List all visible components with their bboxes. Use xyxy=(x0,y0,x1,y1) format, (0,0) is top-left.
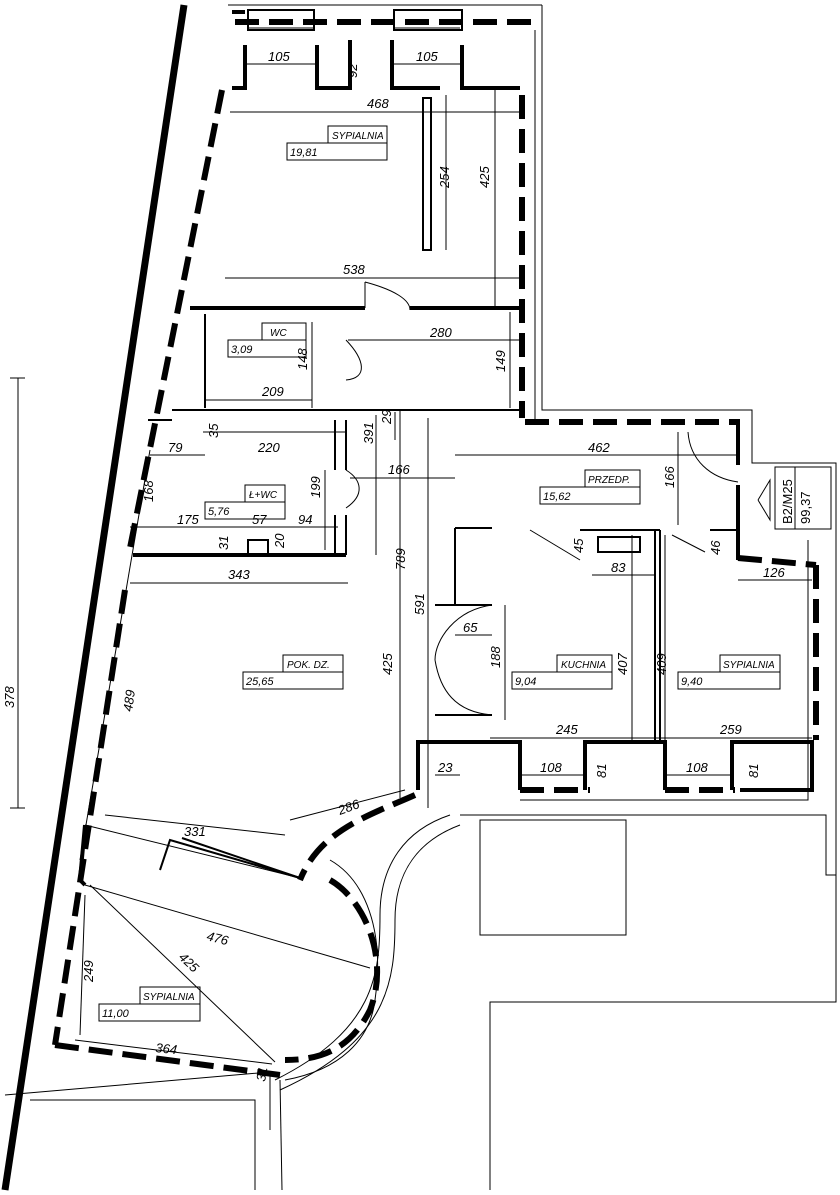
dim-label: 29 xyxy=(379,410,394,425)
unit-code-label: B2/M25 99,37 xyxy=(757,466,832,530)
room-name: Ł+WC xyxy=(249,490,278,501)
dim-label: 81 xyxy=(746,764,761,778)
dim-label: 591 xyxy=(412,593,427,615)
dim-label: 425 xyxy=(477,166,492,188)
dim-label: 249 xyxy=(81,960,96,983)
dim-label: 23 xyxy=(437,760,453,775)
room-label-sypialnia-bottom: SYPIALNIA 11,00 xyxy=(98,986,201,1022)
room-labels: SYPIALNIA 19,81 WC 3,09 Ł+WC 5,76 PRZEDP… xyxy=(98,125,781,1022)
dim-label: 425 xyxy=(380,653,395,675)
exterior-walls xyxy=(1,4,837,1191)
dim-label: 462 xyxy=(588,440,610,455)
dim-label: 94 xyxy=(298,512,312,527)
dim-label: 79 xyxy=(168,440,182,455)
room-name: SYPIALNIA xyxy=(332,131,384,142)
room-area: 5,76 xyxy=(208,506,230,518)
room-label-sypialnia-top: SYPIALNIA 19,81 xyxy=(286,125,388,161)
dim-label: 105 xyxy=(268,49,290,64)
dim-label: 538 xyxy=(343,262,365,277)
room-label-sypialnia-right: SYPIALNIA 9,40 xyxy=(677,654,781,690)
dim-label: 168 xyxy=(141,480,156,502)
room-name: SYPIALNIA xyxy=(723,660,775,671)
dim-label: 35 xyxy=(206,423,221,438)
dim-label: 81 xyxy=(594,764,609,778)
room-name: WC xyxy=(270,328,287,339)
dim-label: 65 xyxy=(463,620,478,635)
room-area: 15,62 xyxy=(543,491,571,503)
unit-code-line2: 99,37 xyxy=(798,491,813,524)
dim-label: 409 xyxy=(654,653,669,675)
dim-label: 46 xyxy=(708,540,723,555)
room-area: 9,04 xyxy=(515,676,536,688)
dim-label: 476 xyxy=(205,928,230,948)
room-area: 25,65 xyxy=(245,676,274,688)
dim-label: 245 xyxy=(555,722,578,737)
room-area: 9,40 xyxy=(681,676,703,688)
dim-label: 175 xyxy=(177,512,199,527)
dim-label: 489 xyxy=(120,689,138,713)
room-label-przedpokoj: PRZEDP. 15,62 xyxy=(539,469,641,505)
dim-label: 468 xyxy=(367,96,389,111)
dim-label: 126 xyxy=(763,565,785,580)
dim-label: 209 xyxy=(261,384,284,399)
dim-label: 220 xyxy=(257,440,280,455)
dim-label: 286 xyxy=(335,796,362,818)
dim-label: 92 xyxy=(345,63,360,78)
room-area: 19,81 xyxy=(290,147,318,159)
dimension-labels: 105 92 105 468 254 425 538 280 149 148 2… xyxy=(2,49,785,1083)
dim-label: 391 xyxy=(361,422,376,444)
dim-label: 31 xyxy=(253,1066,270,1083)
room-name: KUCHNIA xyxy=(561,660,606,671)
room-name: PRZEDP. xyxy=(588,475,630,486)
room-name: POK. DZ. xyxy=(287,660,330,671)
walls xyxy=(52,9,819,1078)
room-area: 11,00 xyxy=(102,1008,130,1020)
dim-label: 57 xyxy=(252,512,267,527)
dim-label: 148 xyxy=(295,348,310,370)
room-area: 3,09 xyxy=(231,344,252,356)
room-label-wc: WC 3,09 xyxy=(227,322,307,358)
dim-label: 20 xyxy=(272,533,287,549)
dim-label: 31 xyxy=(216,536,231,550)
dim-label: 259 xyxy=(719,722,742,737)
room-label-pokoj-dzienny: POK. DZ. 25,65 xyxy=(242,654,344,690)
dim-label: 425 xyxy=(176,949,203,975)
dim-label: 343 xyxy=(228,567,250,582)
room-label-kuchnia: KUCHNIA 9,04 xyxy=(511,654,613,690)
dim-label: 789 xyxy=(393,548,408,570)
unit-code-line1: B2/M25 xyxy=(780,479,795,524)
dimension-lines xyxy=(10,63,812,1065)
dim-label: 407 xyxy=(615,653,630,675)
dim-label: 378 xyxy=(2,686,17,708)
dim-label: 280 xyxy=(429,325,452,340)
dim-label: 105 xyxy=(416,49,438,64)
dim-label: 83 xyxy=(611,560,626,575)
dim-label: 149 xyxy=(493,350,508,372)
dim-label: 364 xyxy=(155,1040,178,1057)
dim-label: 254 xyxy=(437,166,452,189)
dim-label: 45 xyxy=(571,538,586,553)
dim-label: 188 xyxy=(488,646,503,668)
dim-label: 166 xyxy=(388,462,410,477)
dim-label: 199 xyxy=(308,476,323,498)
room-label-lazienka-wc: Ł+WC 5,76 xyxy=(204,484,286,520)
dim-label: 166 xyxy=(662,466,677,488)
dim-label: 108 xyxy=(540,760,562,775)
dim-label: 108 xyxy=(686,760,708,775)
dim-label: 331 xyxy=(184,824,206,839)
room-name: SYPIALNIA xyxy=(143,992,195,1003)
